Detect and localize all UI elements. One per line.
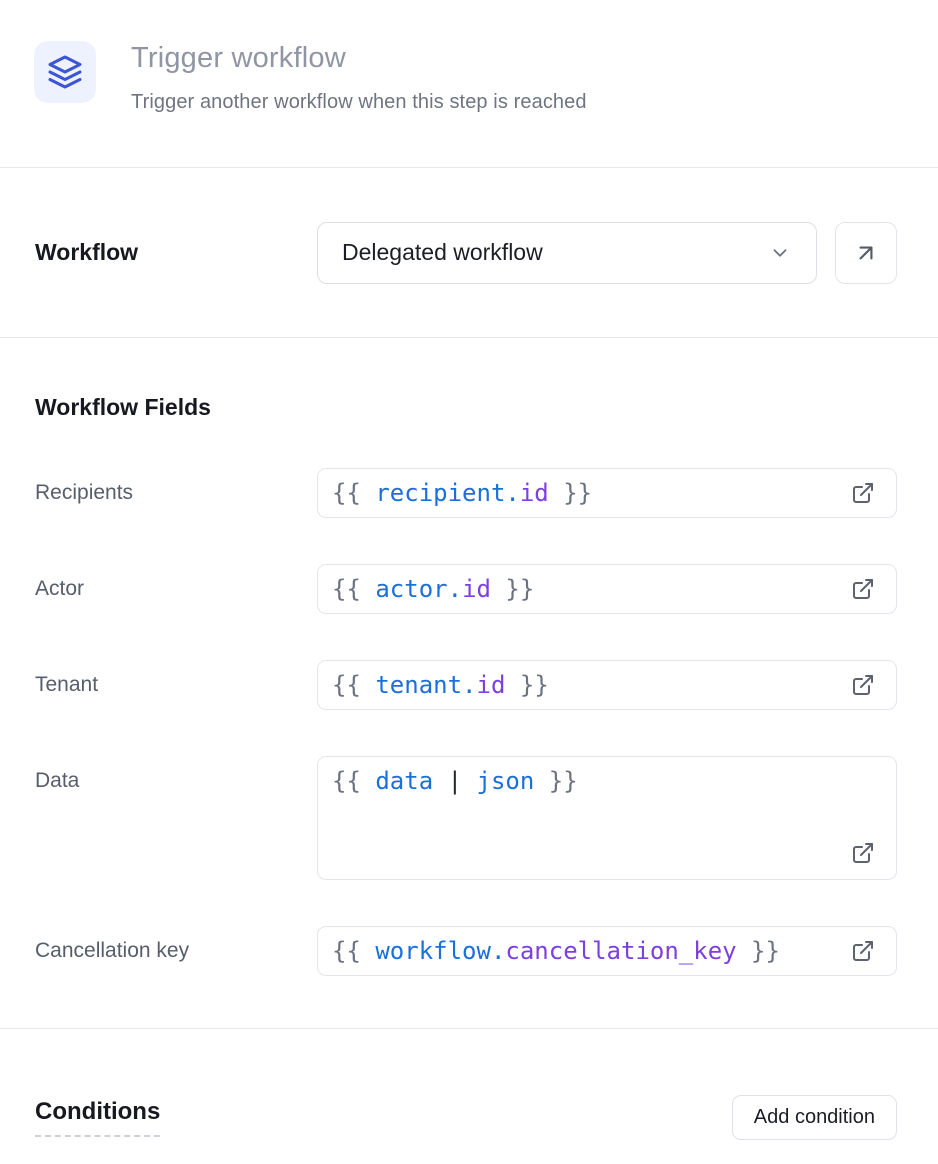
liquid-token: json	[476, 767, 535, 795]
step-title: Trigger workflow	[131, 42, 346, 74]
liquid-token: id	[462, 575, 491, 603]
external-link-icon	[851, 909, 888, 993]
liquid-token: id	[519, 479, 549, 507]
field-label: Cancellation key	[35, 939, 190, 962]
liquid-token: {{	[332, 575, 376, 603]
field-row-actor: Actor {{ actor.id }}	[35, 564, 897, 614]
liquid-code: {{ recipient.id }}	[332, 481, 592, 505]
external-link-icon	[851, 811, 888, 895]
cancellation-key-liquid-input[interactable]: {{ workflow.cancellation_key }}	[317, 926, 897, 976]
field-label: Tenant	[35, 673, 99, 696]
liquid-token: workflow.	[375, 937, 506, 965]
step-header: Trigger workflow Trigger another workflo…	[0, 0, 938, 168]
field-label: Actor	[35, 577, 85, 600]
chevron-down-icon	[769, 242, 791, 264]
field-row-recipients: Recipients {{ recipient.id }}	[35, 468, 897, 518]
field-row-cancellation-key: Cancellation key {{ workflow.cancellatio…	[35, 926, 897, 976]
field-row-data: Data {{ data | json }}	[35, 756, 897, 880]
recipients-liquid-input[interactable]: {{ recipient.id }}	[317, 468, 897, 518]
workflow-select-row: Workflow Delegated workflow	[0, 168, 938, 338]
workflow-select[interactable]: Delegated workflow	[317, 221, 817, 284]
conditions-section: Conditions Add condition	[0, 1029, 938, 1140]
add-condition-button[interactable]: Add condition	[731, 1095, 897, 1140]
liquid-code: {{ workflow.cancellation_key }}	[332, 939, 780, 963]
liquid-token: recipient.	[375, 479, 520, 507]
liquid-token: }}	[548, 479, 593, 507]
liquid-token: }}	[505, 671, 549, 699]
external-link-icon	[851, 643, 888, 727]
external-link-icon	[851, 547, 888, 631]
liquid-code: {{ actor.id }}	[332, 577, 534, 601]
expand-field-button[interactable]	[853, 938, 883, 964]
expand-field-button[interactable]	[853, 576, 883, 602]
liquid-token: }}	[490, 575, 535, 603]
workflow-label: Workflow	[35, 239, 139, 265]
liquid-token: |	[433, 767, 477, 795]
liquid-token: tenant.	[375, 671, 477, 699]
field-row-tenant: Tenant {{ tenant.id }}	[35, 660, 897, 710]
liquid-code: {{ data | json }}	[332, 769, 578, 793]
liquid-token: {{	[332, 671, 376, 699]
liquid-token: data	[375, 767, 434, 795]
liquid-token: {{	[332, 767, 376, 795]
liquid-token: {{	[332, 479, 376, 507]
step-icon-box	[34, 41, 96, 103]
liquid-token: cancellation_key	[505, 937, 737, 965]
external-link-icon	[851, 451, 888, 535]
liquid-token: }}	[534, 767, 578, 795]
liquid-code: {{ tenant.id }}	[332, 673, 549, 697]
step-description: Trigger another workflow when this step …	[131, 91, 587, 113]
liquid-token: id	[476, 671, 506, 699]
conditions-heading: Conditions	[35, 1098, 161, 1137]
workflow-fields-section: Workflow Fields Recipients {{ recipient.…	[0, 338, 938, 1029]
expand-field-button[interactable]	[853, 480, 883, 506]
field-label: Data	[35, 769, 80, 792]
layers-icon	[47, 54, 83, 90]
liquid-token: actor.	[375, 575, 463, 603]
field-label: Recipients	[35, 481, 134, 504]
expand-field-button[interactable]	[853, 840, 883, 866]
data-liquid-input[interactable]: {{ data | json }}	[317, 756, 897, 880]
arrow-up-right-icon	[853, 240, 879, 266]
liquid-token: {{	[332, 937, 376, 965]
liquid-token: }}	[736, 937, 780, 965]
workflow-fields-heading: Workflow Fields	[35, 394, 211, 420]
actor-liquid-input[interactable]: {{ actor.id }}	[317, 564, 897, 614]
open-workflow-button[interactable]	[835, 221, 897, 284]
tenant-liquid-input[interactable]: {{ tenant.id }}	[317, 660, 897, 710]
expand-field-button[interactable]	[853, 672, 883, 698]
workflow-select-value: Delegated workflow	[342, 239, 543, 265]
